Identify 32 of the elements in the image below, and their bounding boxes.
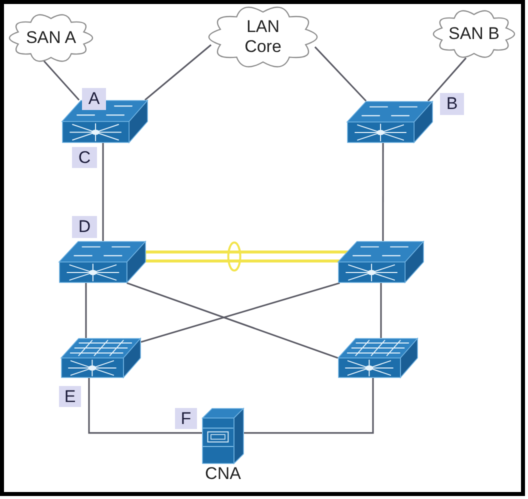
network-switch-icon [61, 338, 141, 378]
connection-line [314, 46, 367, 102]
callout-letter: A [82, 88, 106, 110]
network-switch-icon [338, 241, 424, 283]
connection-line [380, 283, 382, 338]
connection-line [88, 378, 202, 434]
callout-letter: C [72, 147, 97, 168]
connection-line [85, 283, 87, 338]
connection-line [140, 282, 340, 343]
cloud-shape [431, 8, 517, 60]
callout-letter: B [440, 93, 464, 115]
connection-line [43, 60, 80, 101]
network-switch-icon [338, 338, 418, 378]
connection-line [102, 143, 104, 241]
double-line [143, 250, 350, 263]
callout-letter: E [59, 386, 81, 407]
cloud-shape [7, 12, 95, 64]
connection-line [126, 282, 338, 359]
server-icon [202, 408, 244, 464]
cloud-shape [206, 4, 320, 70]
cloud-label: SAN A [24, 28, 78, 48]
cloud-label: LAN Core [244, 17, 282, 57]
network-switch-icon [347, 101, 433, 143]
callout-letter: D [72, 216, 97, 238]
callout-letter: F [175, 408, 197, 429]
network-switch-icon [59, 241, 146, 283]
connection-line [244, 378, 374, 434]
connection-line [427, 57, 467, 102]
connection-line [382, 143, 384, 241]
device-caption: CNA [204, 464, 242, 485]
cloud-label: SAN B [447, 24, 501, 44]
connection-line [144, 44, 212, 101]
